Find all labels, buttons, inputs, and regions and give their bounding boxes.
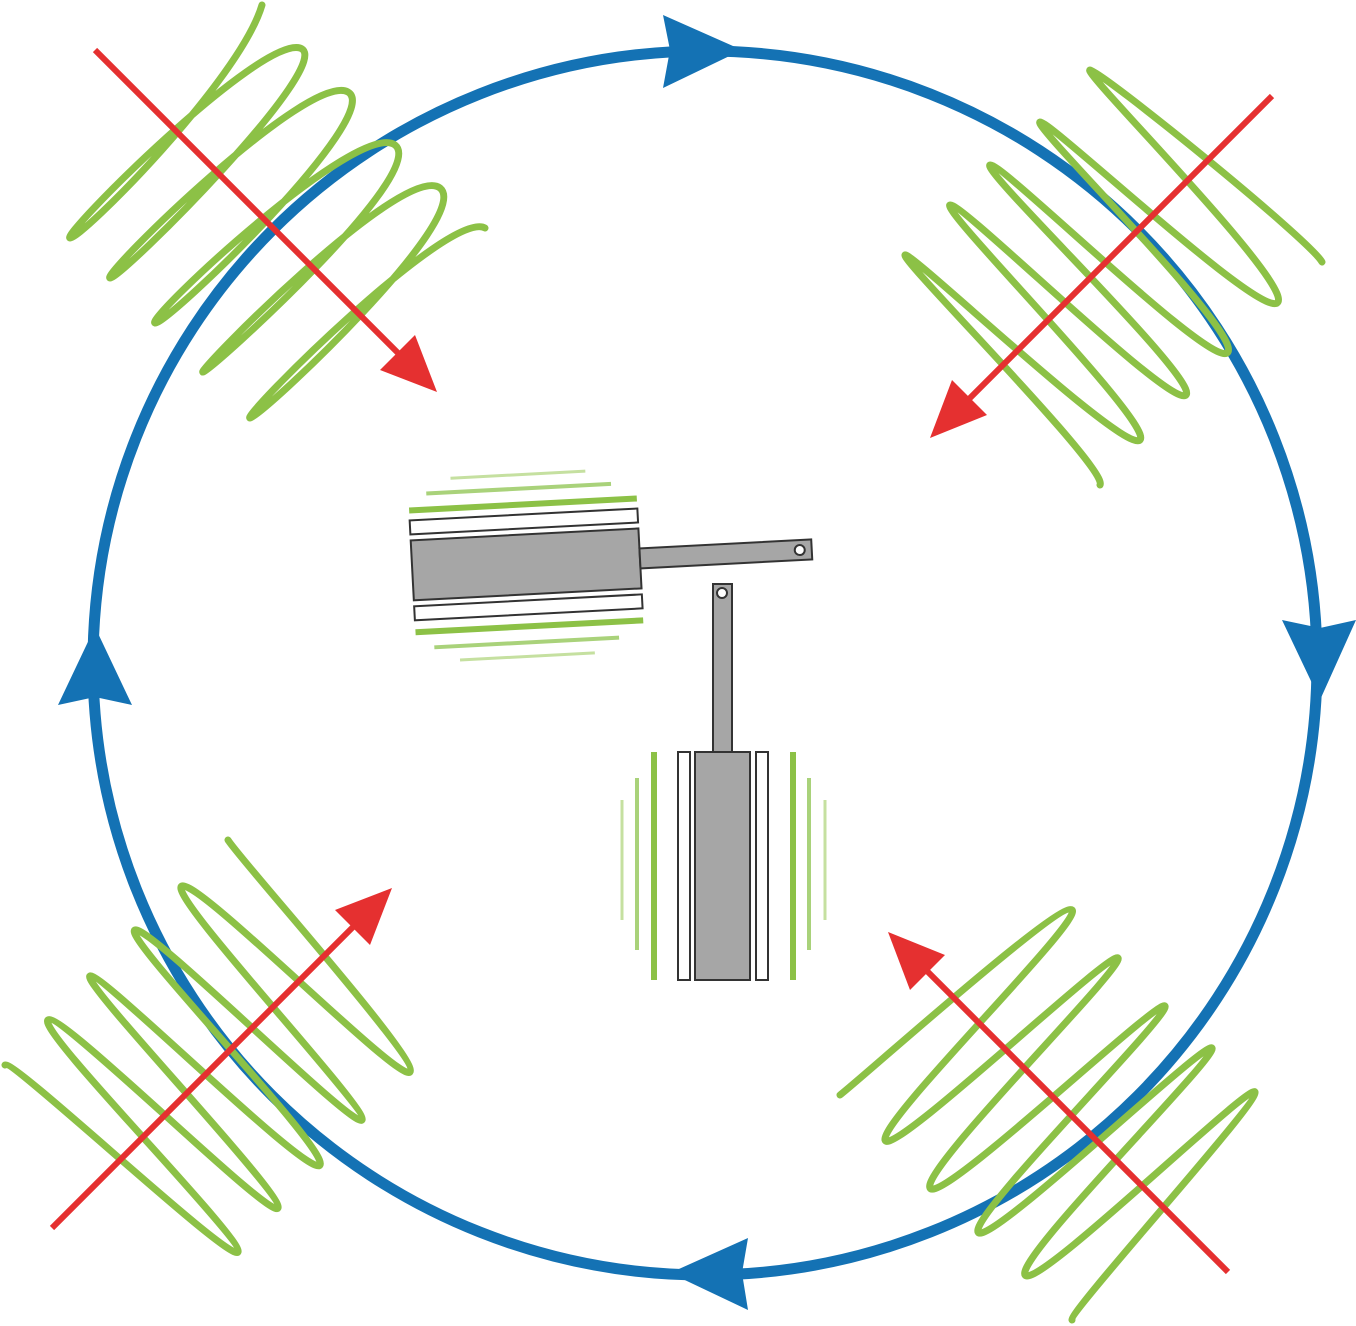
wave-top-right-arrow-shaft (959, 93, 1275, 409)
orbit-arrow-left (58, 627, 132, 705)
wave-bottom-right-arrowhead (888, 932, 945, 990)
wave-top-right (901, 66, 1326, 489)
device-upper-vibration-line (459, 651, 595, 662)
device-lower (620, 583, 827, 981)
device-lower-arm (712, 583, 733, 753)
orbit-arrow-top (663, 15, 742, 88)
wave-bottom-right-oscillation (836, 906, 1259, 1324)
wave-bottom-left-oscillation (1, 836, 414, 1256)
device-upper-vibration-line (415, 617, 644, 636)
wave-top-left (66, 1, 489, 422)
device-upper-vibration-line (426, 481, 612, 496)
device-lower-plate-right (755, 751, 769, 981)
wave-top-right-arrowhead (930, 380, 987, 438)
orbit-arrow-bottom (670, 1238, 748, 1310)
wave-bottom-left-arrow-shaft (49, 915, 365, 1231)
device-upper-body (409, 527, 643, 602)
device-upper-plate-top (408, 507, 640, 536)
device-upper-vibration-line (408, 495, 637, 514)
wave-bottom-left (1, 836, 414, 1256)
device-upper-arm (638, 538, 814, 570)
wave-bottom-left-arrowhead (335, 888, 392, 945)
device-upper-pivot (793, 544, 806, 557)
device-upper-vibration-line (434, 635, 620, 650)
wave-bottom-right-arrow-shaft (915, 959, 1231, 1275)
wave-top-left-arrow-shaft (92, 47, 408, 363)
orbit (58, 15, 1356, 1310)
device-upper-vibration-line (450, 469, 586, 480)
device-lower-plate-left (677, 751, 691, 981)
device-upper-plate-bottom (413, 593, 644, 622)
device-lower-pivot (716, 587, 728, 599)
device-upper (408, 469, 814, 662)
wave-top-right-oscillation (901, 66, 1326, 489)
wave-top-left-oscillation (66, 1, 489, 422)
wave-top-left-arrowhead (380, 335, 437, 392)
wave-bottom-right (836, 906, 1259, 1324)
orbit-arrow-right (1282, 620, 1356, 700)
device-lower-body (694, 751, 751, 981)
